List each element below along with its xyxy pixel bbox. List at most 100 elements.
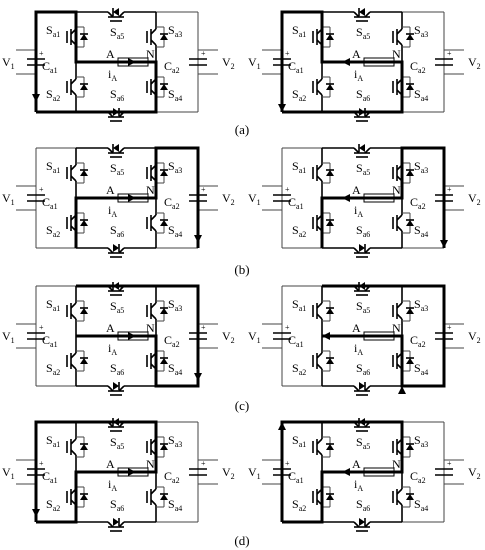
diode-icon — [326, 308, 334, 314]
diode-icon — [406, 358, 414, 364]
label-sa5: Sa5 — [110, 435, 124, 451]
label-sa6: Sa6 — [356, 87, 370, 103]
switch-emitter — [364, 247, 371, 254]
switch-emitter — [70, 313, 77, 320]
current-arrow — [32, 94, 40, 102]
diode-icon — [160, 444, 168, 450]
label-sa4: Sa4 — [414, 87, 428, 103]
switch-sa5 — [76, 144, 156, 158]
label-node-n: N — [146, 321, 155, 335]
label-sa2: Sa2 — [46, 223, 60, 239]
plus-sign: + — [447, 49, 452, 58]
label-sa6: Sa6 — [110, 87, 124, 103]
switch-emitter — [316, 313, 323, 320]
current-path — [320, 146, 446, 248]
plus-sign: + — [39, 323, 44, 332]
switch-collector — [70, 302, 77, 309]
label-current: iA — [354, 203, 363, 219]
plus-sign: + — [201, 185, 206, 194]
label-sa1: Sa1 — [46, 159, 60, 175]
label-ca1: Ca1 — [42, 195, 58, 211]
label-node-a: A — [352, 457, 361, 471]
label-sa4: Sa4 — [414, 361, 428, 377]
label-v1: V1 — [248, 55, 261, 71]
label-sa1: Sa1 — [292, 297, 306, 313]
label-node-a: A — [106, 183, 115, 197]
current-arrow — [342, 58, 350, 66]
switch-sa1 — [312, 148, 334, 198]
label-sa4: Sa4 — [414, 497, 428, 513]
capacitor-ca1: + — [273, 306, 291, 366]
label-sa5: Sa5 — [356, 299, 370, 315]
capacitor-ca2: + — [435, 442, 453, 502]
switch-sa1 — [66, 148, 88, 198]
switch-sa3 — [392, 286, 414, 336]
current-arrow — [194, 373, 202, 381]
label-v2: V2 — [222, 191, 235, 207]
switch-emitter — [150, 225, 157, 232]
switch-collector — [107, 247, 114, 254]
switch-collector — [150, 302, 157, 309]
label-node-n: N — [392, 457, 401, 471]
switch-sa1 — [66, 422, 88, 472]
label-v1: V1 — [248, 191, 261, 207]
label-sa5: Sa5 — [356, 435, 370, 451]
label-v1: V1 — [248, 329, 261, 345]
label-sa6: Sa6 — [110, 497, 124, 513]
diode-icon — [160, 170, 168, 176]
plus-sign: + — [285, 459, 290, 468]
label-sa3: Sa3 — [414, 23, 428, 39]
label-ca2: Ca2 — [410, 195, 426, 211]
diode-icon — [326, 170, 334, 176]
switch-emitter — [70, 89, 77, 96]
switch-collector — [316, 164, 323, 171]
switch-collector — [150, 214, 157, 221]
label-node-a: A — [106, 47, 115, 61]
label-sa4: Sa4 — [414, 223, 428, 239]
label-sa5: Sa5 — [356, 25, 370, 41]
label-node-n: N — [146, 183, 155, 197]
label-node-n: N — [392, 47, 401, 61]
label-v2: V2 — [468, 55, 481, 71]
diode-icon — [406, 170, 414, 176]
switch-sa4 — [392, 198, 414, 248]
label-sa5: Sa5 — [110, 299, 124, 315]
label-v1: V1 — [2, 465, 15, 481]
switch-sa5 — [76, 8, 156, 22]
label-ca2: Ca2 — [164, 195, 180, 211]
label-sa2: Sa2 — [292, 87, 306, 103]
switch-collector — [396, 488, 403, 495]
plus-sign: + — [285, 323, 290, 332]
plus-sign: + — [447, 459, 452, 468]
switch-emitter — [150, 313, 157, 320]
diode-icon — [160, 84, 168, 90]
label-ca1: Ca1 — [42, 59, 58, 75]
switch-collector — [316, 352, 323, 359]
label-sa3: Sa3 — [168, 433, 182, 449]
switch-sa1 — [66, 286, 88, 336]
label-v2: V2 — [222, 329, 235, 345]
label-sa6: Sa6 — [356, 361, 370, 377]
switch-emitter — [150, 39, 157, 46]
switch-collector — [316, 438, 323, 445]
label-sa6: Sa6 — [110, 361, 124, 377]
switch-sa3 — [146, 12, 168, 62]
switch-emitter — [70, 175, 77, 182]
diode-icon — [80, 170, 88, 176]
switch-collector — [316, 78, 323, 85]
switch-emitter — [396, 313, 403, 320]
label-v2: V2 — [468, 465, 481, 481]
switch-sa2 — [312, 62, 334, 112]
switch-sa2 — [66, 62, 88, 112]
switch-sa3 — [146, 286, 168, 336]
label-sa3: Sa3 — [414, 433, 428, 449]
label-sa4: Sa4 — [168, 223, 182, 239]
label-node-a: A — [352, 183, 361, 197]
diode-icon — [80, 494, 88, 500]
switch-collector — [353, 11, 360, 18]
